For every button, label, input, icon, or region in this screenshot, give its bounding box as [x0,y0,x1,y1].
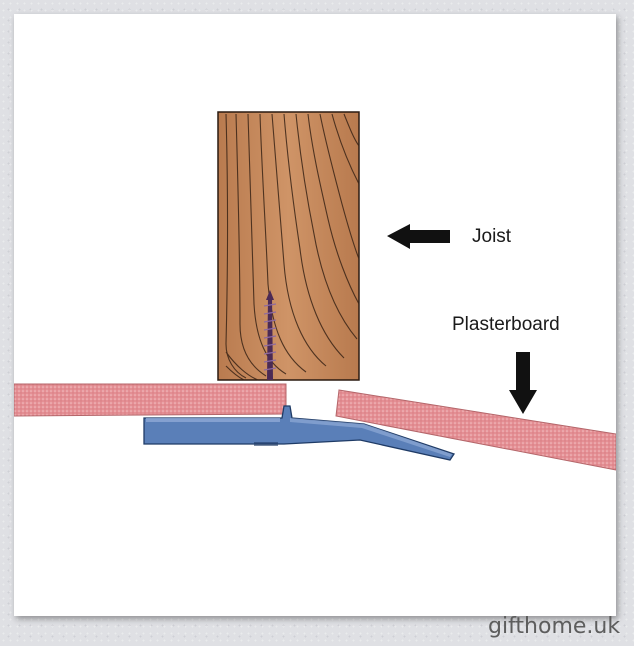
plasterboard-right [335,389,616,471]
joist-label: Joist [472,226,512,247]
left-arrow-icon [387,224,450,249]
ceiling-repair-diagram [14,111,616,471]
plasterboard-left [14,383,287,417]
plasterboard-bracket [143,405,456,461]
diagram-frame: Joist Plasterboard [14,14,616,616]
joist [217,111,360,381]
down-arrow-icon [509,352,537,414]
screw-icon [263,290,277,380]
plasterboard-label: Plasterboard [452,314,560,335]
watermark-text: gifthome.uk [488,614,621,639]
